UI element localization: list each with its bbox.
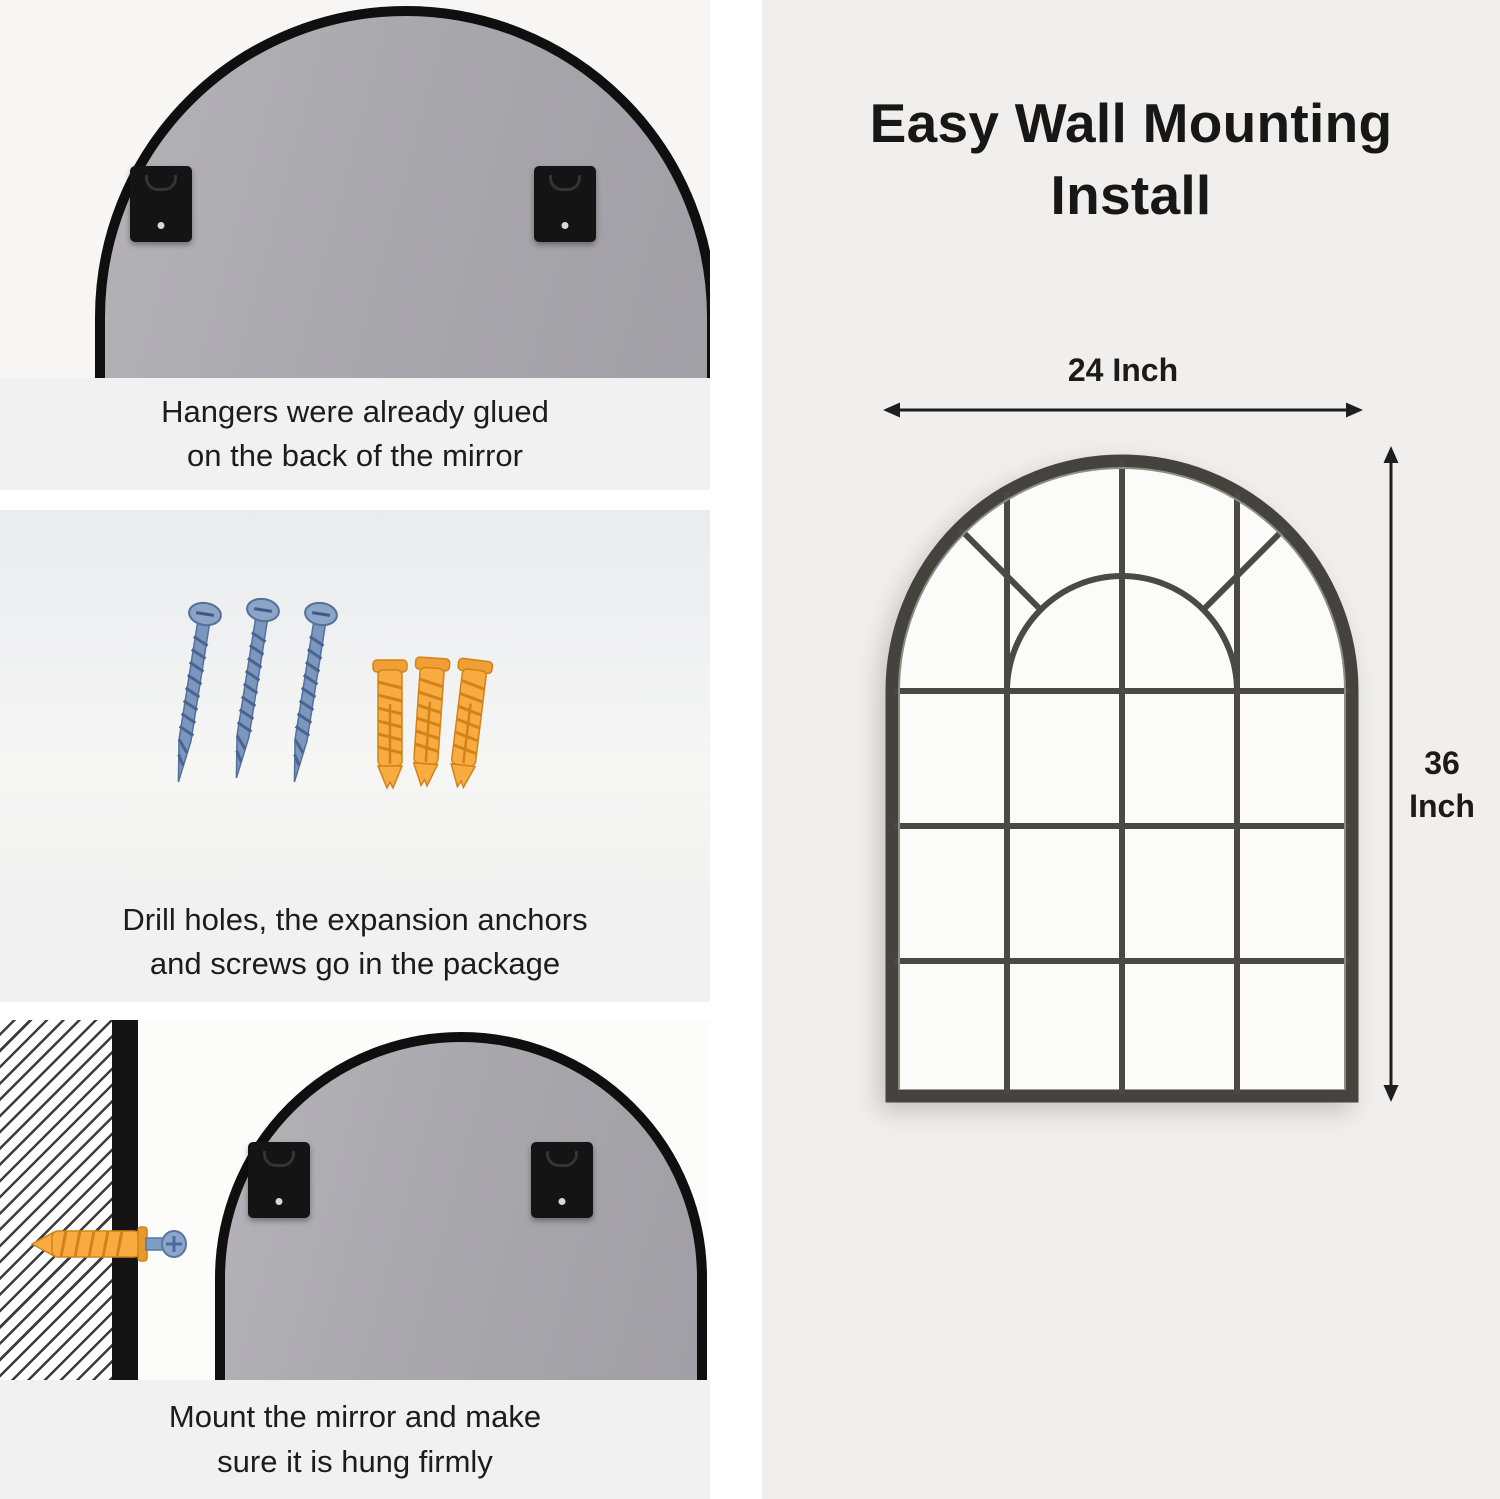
photo-mirror-back: [0, 0, 710, 378]
page-title: Easy Wall Mounting Install: [762, 88, 1500, 231]
anchor-screw-in-wall-icon: [30, 1226, 187, 1262]
step-panel-hardware: Drill holes, the expansion anchors and s…: [0, 510, 710, 1002]
height-arrow-icon: [1383, 446, 1399, 1102]
screw-icon: [219, 595, 283, 782]
caption-line: and screws go in the package: [149, 946, 561, 981]
step-panel-mounting: Mount the mirror and make sure it is hun…: [0, 1020, 710, 1499]
caption-line: on the back of the mirror: [187, 438, 523, 473]
hardware-graphic: [161, 595, 495, 791]
height-dimension-unit: Inch: [1409, 788, 1475, 825]
anchor-icon: [405, 655, 452, 789]
page-title-line-2: Install: [1050, 163, 1212, 226]
width-dimension: 24 Inch: [883, 352, 1363, 421]
caption-line: Mount the mirror and make: [168, 1399, 542, 1435]
hanger-bracket-icon: [531, 1142, 593, 1218]
width-arrow-icon: [883, 402, 1363, 418]
caption-line: Drill holes, the expansion anchors: [122, 901, 588, 937]
step-caption-2: Drill holes, the expansion anchors and s…: [0, 882, 710, 1002]
mirror-mullions: [894, 461, 1350, 1094]
anchor-icon: [371, 658, 409, 790]
step-caption-1: Hangers were already glued on the back o…: [0, 378, 710, 490]
height-dimension-label: 36 Inch: [1402, 742, 1482, 828]
hanger-bracket-icon: [534, 166, 596, 242]
page-title-line-1: Easy Wall Mounting: [869, 92, 1393, 154]
photo-hardware: [0, 510, 710, 882]
hanger-bracket-icon: [130, 166, 192, 242]
screw-icon: [277, 599, 341, 786]
step-caption-3: Mount the mirror and make sure it is hun…: [0, 1380, 710, 1499]
caption-line: Hangers were already glued: [161, 393, 549, 429]
height-dimension-value: 36: [1424, 745, 1460, 781]
wall-surface: [112, 1020, 138, 1380]
wall-cross-section: [0, 1020, 112, 1380]
photo-wall-mounting: [0, 1020, 710, 1380]
hanger-bracket-icon: [248, 1142, 310, 1218]
info-panel: Easy Wall Mounting Install 24 Inch: [762, 0, 1500, 1499]
anchor-icon: [442, 656, 495, 791]
step-panel-hangers: Hangers were already glued on the back o…: [0, 0, 710, 490]
width-dimension-label: 24 Inch: [1067, 352, 1179, 388]
arched-mirror-illustration: [885, 454, 1359, 1103]
caption-line: sure it is hung firmly: [217, 1443, 493, 1479]
screw-icon: [161, 599, 225, 786]
